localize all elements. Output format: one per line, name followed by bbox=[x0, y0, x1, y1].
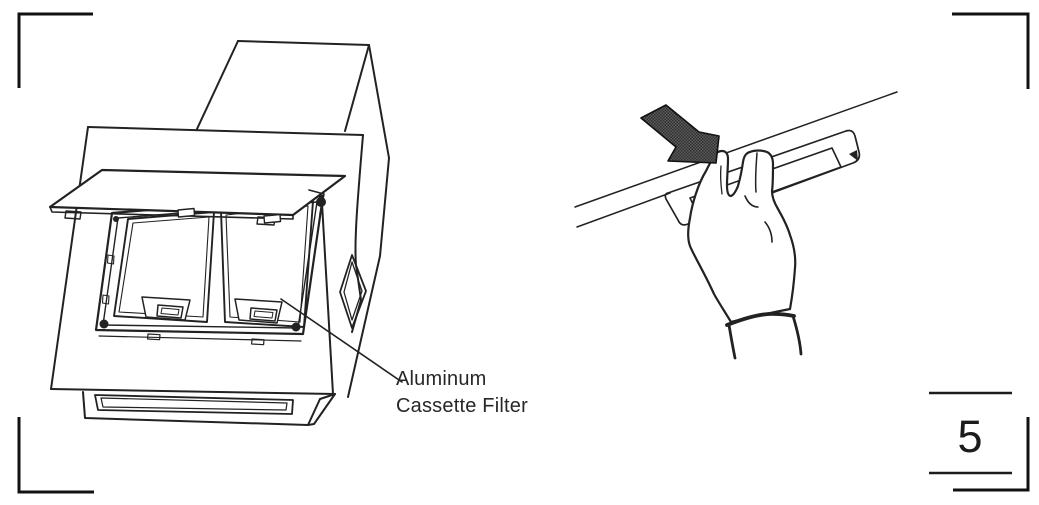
hood-underside-panel bbox=[574, 91, 898, 228]
filter-cassette-left bbox=[113, 211, 215, 323]
hinge-bracket bbox=[308, 189, 325, 215]
filter-door-outline bbox=[664, 129, 861, 226]
open-front-panel bbox=[48, 168, 347, 226]
page-number-rules bbox=[929, 391, 1012, 475]
vent-slot bbox=[94, 394, 294, 415]
press-direction-arrow-icon bbox=[640, 104, 720, 164]
crop-mark-bottom-left bbox=[17, 417, 94, 494]
hinge-tab bbox=[64, 210, 82, 220]
filter-label-line1: Aluminum bbox=[396, 368, 487, 390]
hood-body bbox=[50, 126, 390, 398]
door-edge-wedge bbox=[849, 150, 858, 161]
sleeve-cuff bbox=[725, 311, 796, 327]
hand-latch-illustration bbox=[574, 91, 898, 360]
filter-label-line2: Cassette Filter bbox=[396, 395, 528, 417]
latch-clip bbox=[177, 207, 196, 218]
page-number: 5 bbox=[957, 411, 983, 462]
side-bracket-outer bbox=[339, 254, 367, 329]
crop-mark-bottom-right bbox=[953, 417, 1030, 492]
crop-marks bbox=[17, 12, 1030, 494]
corner-screw bbox=[113, 216, 119, 222]
corner-screw bbox=[99, 319, 109, 329]
sleeve-right-edge bbox=[791, 314, 803, 356]
hinge-pin bbox=[316, 197, 326, 207]
latch-clip bbox=[263, 213, 282, 224]
side-bracket-inner bbox=[343, 261, 363, 321]
sleeve-left-edge bbox=[727, 323, 737, 360]
filter-part-label: Aluminum Cassette Filter bbox=[396, 366, 528, 420]
hood-base bbox=[82, 391, 336, 426]
hood-illustration bbox=[48, 40, 403, 426]
crop-mark-top-right bbox=[952, 12, 1030, 89]
chimney-duct bbox=[196, 40, 390, 159]
label-leader-line bbox=[280, 298, 403, 383]
crop-mark-top-left bbox=[17, 12, 93, 88]
hand bbox=[687, 149, 803, 360]
